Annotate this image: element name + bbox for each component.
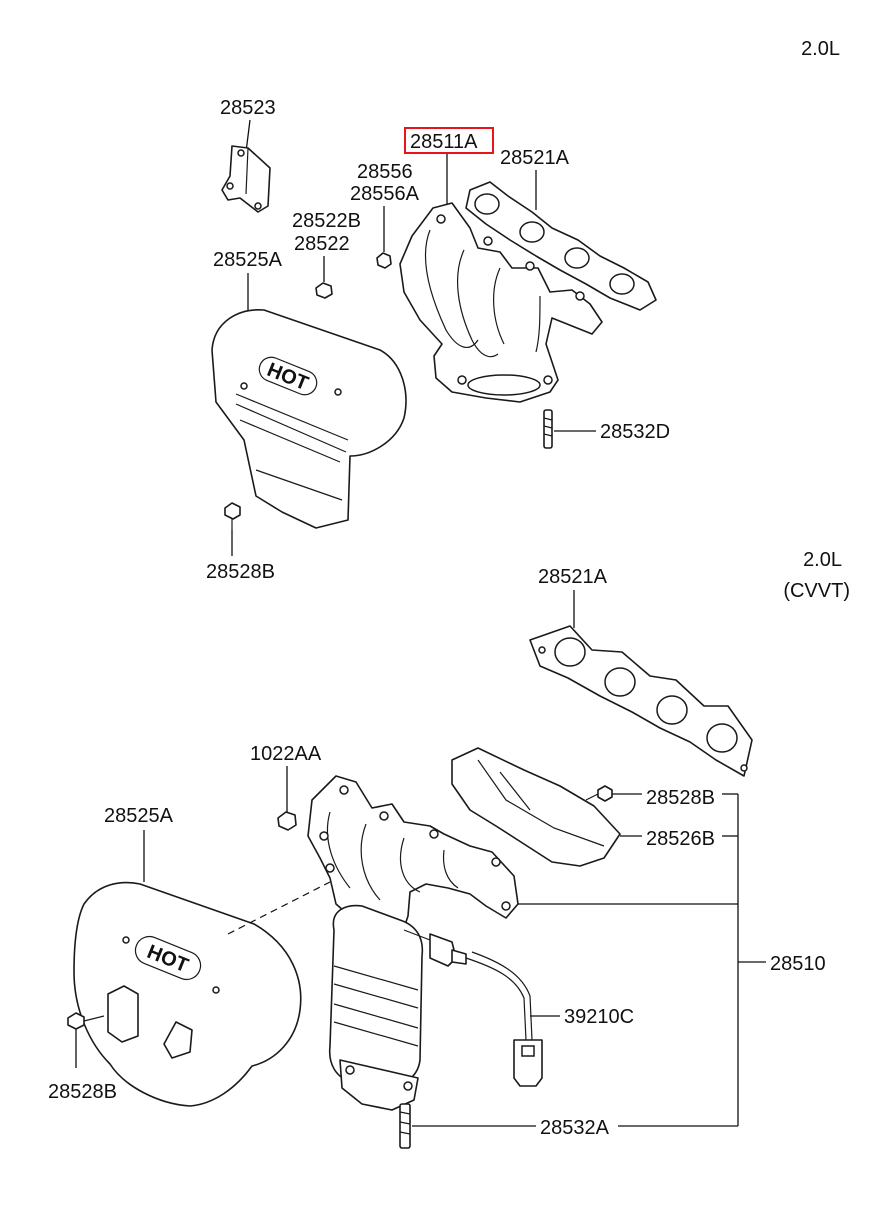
callout-28556a[interactable]: 28556A — [350, 183, 420, 205]
leader-28523 — [245, 119, 251, 153]
gasket-28521a-top[interactable] — [465, 181, 657, 311]
callout-28511a[interactable]: 28511A — [410, 131, 478, 153]
callout-28532d[interactable]: 28532D — [600, 421, 670, 443]
callout-1022aa[interactable]: 1022AA — [250, 743, 322, 765]
callout-28528b-top[interactable]: 28528B — [206, 561, 275, 583]
engine-label-top: 2.0L — [801, 38, 840, 60]
bolt-28528b-right[interactable] — [585, 785, 613, 802]
leader-28510-bracket — [518, 793, 766, 1126]
bracket-28523[interactable] — [221, 145, 271, 213]
engine-label-bottom: 2.0L — [803, 549, 842, 571]
nut-28522[interactable] — [315, 282, 333, 299]
heat-shield-28525a-bottom[interactable]: HOT — [73, 881, 302, 1107]
callout-28532a[interactable]: 28532A — [540, 1117, 610, 1139]
variant-label-bottom: (CVVT) — [783, 580, 850, 602]
highlight-box-28511a — [404, 127, 494, 154]
callout-28522b[interactable]: 28522B — [292, 210, 361, 232]
exhaust-manifold-28511a[interactable] — [399, 202, 603, 403]
callout-39210c[interactable]: 39210C — [564, 1006, 634, 1028]
gasket-28521a-bottom[interactable] — [529, 625, 753, 777]
alignment-dashline — [227, 881, 331, 935]
callout-28522[interactable]: 28522 — [294, 233, 350, 255]
oxygen-sensor-39210c[interactable] — [403, 929, 543, 1087]
bolt-28528b-top[interactable] — [224, 502, 241, 530]
callout-28525a-top[interactable]: 28525A — [213, 249, 283, 271]
callout-28510[interactable]: 28510 — [770, 953, 826, 975]
callout-28521a-top[interactable]: 28521A — [500, 147, 570, 169]
callout-28556[interactable]: 28556 — [357, 161, 413, 183]
callout-28523[interactable]: 28523 — [220, 97, 276, 119]
nut-28556[interactable] — [376, 252, 392, 269]
callout-28521a-bottom[interactable]: 28521A — [538, 566, 608, 588]
callout-28528b-left[interactable]: 28528B — [48, 1081, 117, 1103]
nut-1022aa[interactable] — [277, 811, 297, 831]
manifold-catalytic-converter-assembly[interactable] — [307, 775, 519, 1111]
heat-shield-28525a-top[interactable]: HOT — [211, 309, 407, 529]
bolt-28528b-left[interactable] — [67, 1012, 105, 1030]
callout-28525a-bottom[interactable]: 28525A — [104, 805, 174, 827]
stud-28532a[interactable] — [399, 1103, 411, 1149]
stud-28532d[interactable] — [543, 409, 553, 449]
heat-protector-28526b[interactable] — [451, 747, 621, 867]
callout-28528b-right[interactable]: 28528B — [646, 787, 715, 809]
callout-28526b[interactable]: 28526B — [646, 828, 715, 850]
